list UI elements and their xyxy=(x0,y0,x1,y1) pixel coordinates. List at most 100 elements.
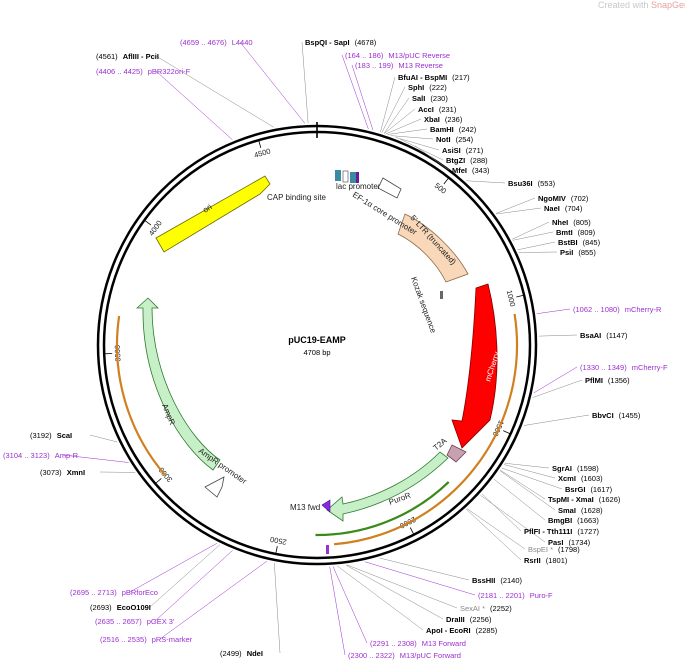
site-label-left[interactable]: (4406 .. 4425)pBR322ori-F xyxy=(96,67,191,76)
site-label-right[interactable]: TspMI - XmaI(1626) xyxy=(548,495,621,504)
site-label-right[interactable]: (183 .. 199)M13 Reverse xyxy=(355,61,443,70)
leader-line xyxy=(154,550,233,622)
leader-line xyxy=(155,55,274,128)
site-label-right[interactable]: BamHI(242) xyxy=(430,125,477,134)
feature-t2a[interactable] xyxy=(446,444,467,463)
site-label-left[interactable]: (4561)AflIII - PciI xyxy=(96,52,159,61)
feature-lac-label: lac promoter xyxy=(336,182,381,191)
site-label-right[interactable]: BfuAI - BspMI(217) xyxy=(398,73,470,82)
feature-mcherry[interactable] xyxy=(451,283,498,449)
site-label-left[interactable]: (3104 .. 3123)Amp-R xyxy=(3,451,79,460)
feature-m13-rev-mark[interactable] xyxy=(356,172,359,183)
feature-cap-site[interactable] xyxy=(335,170,341,181)
feature-ori[interactable] xyxy=(155,175,271,253)
site-label-left[interactable]: (2693)EcoO109I xyxy=(90,603,151,612)
feature-5ltr[interactable] xyxy=(397,213,469,283)
site-label-left[interactable]: (3073)XmnI xyxy=(40,468,85,477)
feature-lac-operator[interactable] xyxy=(350,172,356,183)
leader-line xyxy=(341,54,369,130)
site-label-right[interactable]: BsrGI(1617) xyxy=(565,485,613,494)
site-label-right[interactable]: SalI(230) xyxy=(412,94,448,103)
site-label-right[interactable]: PflMI(1356) xyxy=(585,376,630,385)
site-label-right[interactable]: DraIII(2256) xyxy=(446,615,492,624)
leader-line xyxy=(533,366,578,394)
site-label-right[interactable]: BtgZI(288) xyxy=(446,156,488,165)
leader-line xyxy=(337,565,424,631)
site-label-right[interactable]: MfeI(343) xyxy=(452,166,490,175)
site-label-right[interactable]: AsiSI(271) xyxy=(442,146,484,155)
site-label-right[interactable]: SexAI *(2252) xyxy=(460,604,512,613)
site-label-right[interactable]: XcmI(1603) xyxy=(558,474,603,483)
leader-line xyxy=(301,41,309,124)
feature-ampr-promoter[interactable] xyxy=(204,476,225,498)
leader-line xyxy=(390,135,434,140)
leader-line xyxy=(345,564,444,620)
leader-line xyxy=(523,414,590,426)
green-arc[interactable] xyxy=(315,481,450,537)
orange-arc-right[interactable] xyxy=(333,313,519,546)
feature-ampr[interactable] xyxy=(135,297,221,471)
tick-mark xyxy=(503,430,511,435)
feature-m13fwd-label: M13 fwd xyxy=(290,503,320,512)
site-label-right[interactable]: (1062 .. 1080)mCherry-R xyxy=(573,305,662,314)
site-label-right[interactable]: BssHII(2140) xyxy=(472,576,523,585)
site-label-right[interactable]: RsrII(1801) xyxy=(524,556,568,565)
site-label-right[interactable]: PflFI - Tth111I(1727) xyxy=(524,527,600,536)
leader-line xyxy=(504,464,556,479)
site-label-left[interactable]: (3192)ScaI xyxy=(30,431,72,440)
site-label-right[interactable]: PasI(1734) xyxy=(548,538,591,547)
site-label-right[interactable]: AccI(231) xyxy=(418,105,457,114)
site-label-right[interactable]: BmgBI(1663) xyxy=(548,516,599,525)
site-label-right[interactable]: BspEI *(1798) xyxy=(528,545,580,554)
site-labels: BspQI - SapI(4678) (164 .. 186)M13/pUC Re… xyxy=(3,38,668,660)
feature-m13fwd[interactable] xyxy=(321,499,331,513)
tick-label: 500 xyxy=(433,181,448,196)
site-label-right[interactable]: NotI(254) xyxy=(436,135,474,144)
site-label-left[interactable]: (2695 .. 2713)pBRforEco xyxy=(70,588,158,597)
site-label-right[interactable]: (2300 .. 2322)M13/pUC Forward xyxy=(348,651,461,660)
hidden-arc[interactable] xyxy=(124,152,510,538)
site-label-right[interactable]: SgrAI(1598) xyxy=(552,464,599,473)
site-label-right[interactable]: XbaI(236) xyxy=(424,115,463,124)
leader-line xyxy=(383,97,410,134)
watermark-text: Created with SnapGene® xyxy=(598,0,685,10)
feature-ef1a[interactable] xyxy=(377,177,402,199)
site-label-right[interactable]: (1330 .. 1349)mCherry-F xyxy=(580,363,668,372)
feature-kozak[interactable] xyxy=(440,291,443,299)
site-label-left[interactable]: (2516 .. 2535)pRS-marker xyxy=(100,635,193,644)
feature-puror[interactable] xyxy=(326,451,449,522)
leader-line xyxy=(329,566,346,656)
site-label-right[interactable]: BsaAI(1147) xyxy=(580,331,628,340)
tick-label: 2500 xyxy=(269,535,287,547)
site-label-right[interactable]: SphI(222) xyxy=(408,83,447,92)
site-label-right[interactable]: PsiI(855) xyxy=(560,248,596,257)
site-label-right[interactable]: NaeI(704) xyxy=(544,204,583,213)
leader-line xyxy=(332,566,368,644)
site-label-left[interactable]: (2635 .. 2657)pGEX 3' xyxy=(95,617,175,626)
leader-line xyxy=(499,470,556,511)
orange-arc-left[interactable] xyxy=(115,315,166,476)
site-label-right[interactable]: (164 .. 186)M13/pUC Reverse xyxy=(345,51,450,60)
site-label-left[interactable]: (4659 .. 4676)L4440 xyxy=(180,38,253,47)
site-label-right[interactable]: Bsu36I(553) xyxy=(508,179,556,188)
site-label-right[interactable]: NgoMIV(702) xyxy=(538,194,589,203)
site-label-right[interactable]: SmaI(1628) xyxy=(558,506,603,515)
leader-line xyxy=(395,137,440,151)
feature-lac-promoter[interactable] xyxy=(342,170,349,183)
site-label-right[interactable]: BstBI(845) xyxy=(558,238,601,247)
leader-line xyxy=(351,64,374,131)
leader-line xyxy=(159,561,267,640)
site-label-right[interactable]: BmtI(809) xyxy=(556,228,596,237)
site-label-right[interactable]: NheI(805) xyxy=(552,218,591,227)
site-label-right[interactable]: BspQI - SapI(4678) xyxy=(305,38,377,47)
leader-line xyxy=(481,493,522,532)
site-label-right[interactable]: (2291 .. 2308)M13 Forward xyxy=(370,639,466,648)
site-label-right[interactable]: BbvCI(1455) xyxy=(592,411,641,420)
site-label-left[interactable]: (2499)NdeI xyxy=(220,649,263,658)
site-label-right[interactable]: ApoI - EcoRI(2285) xyxy=(426,626,498,635)
leader-line xyxy=(381,86,406,133)
leader-line xyxy=(496,207,542,215)
site-label-right[interactable]: (2181 .. 2201)Puro-F xyxy=(478,591,553,600)
tick-mark xyxy=(155,478,162,484)
